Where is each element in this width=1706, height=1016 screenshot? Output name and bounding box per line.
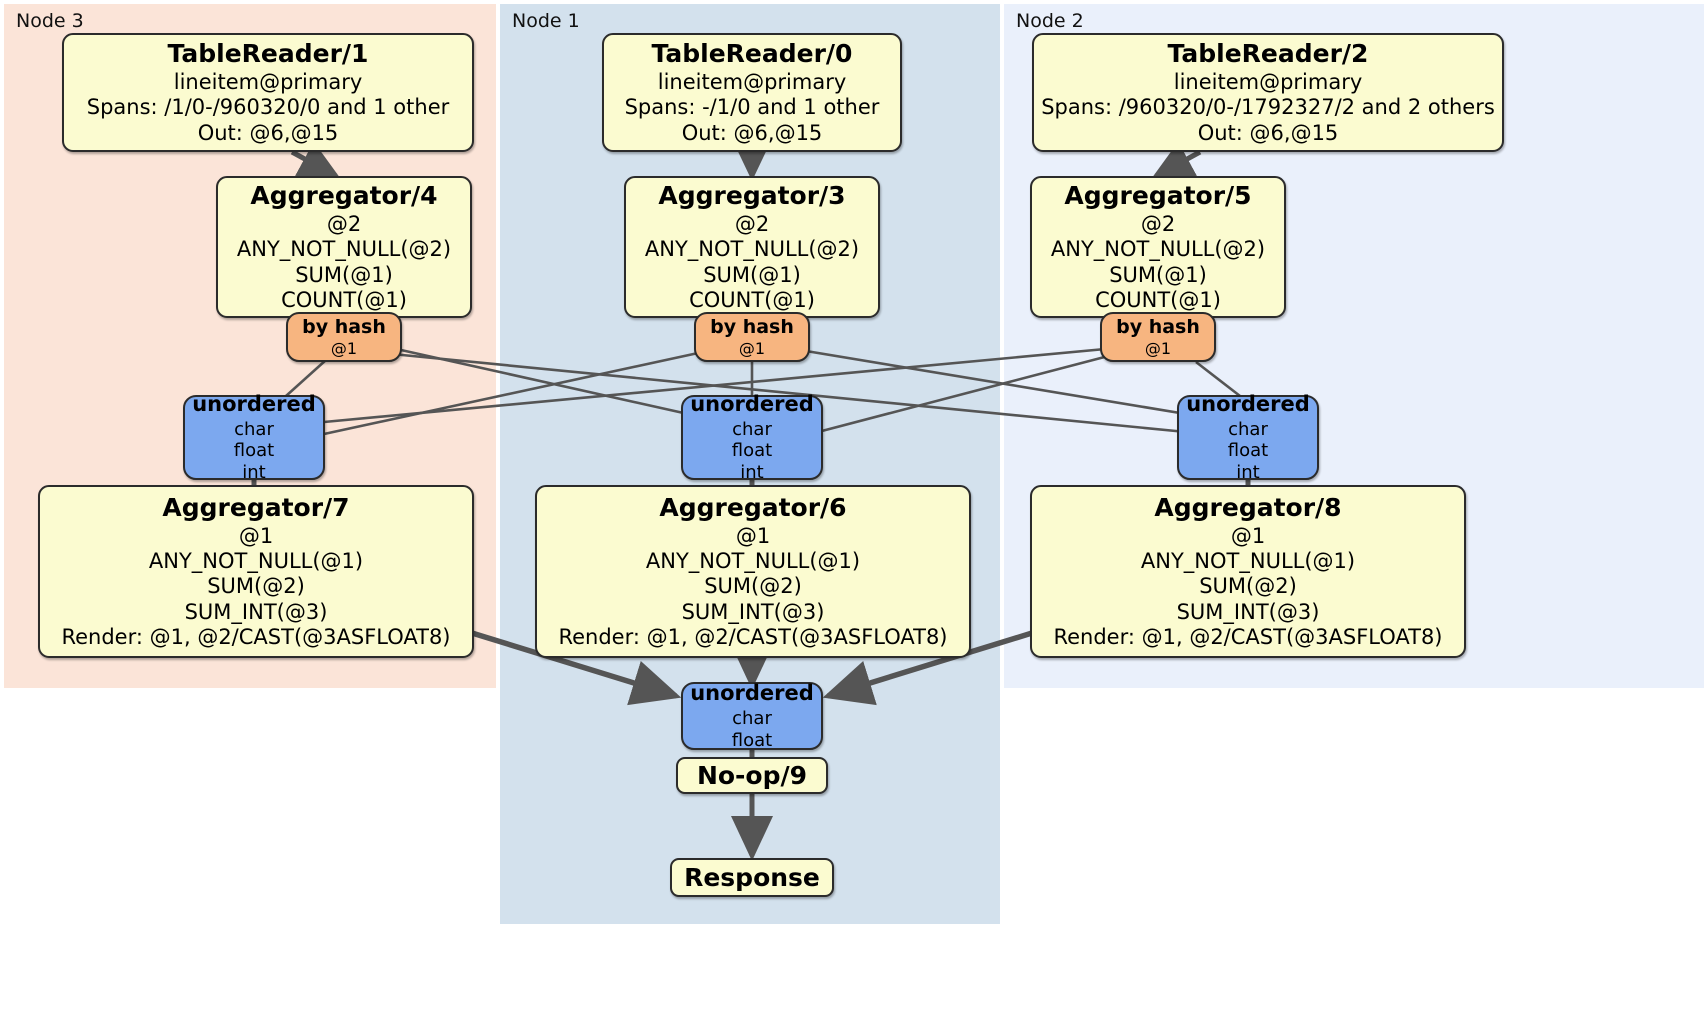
node-line: SUM_INT(@3) (1176, 599, 1320, 624)
sync-line: char (1228, 418, 1268, 440)
node-line: Out: @6,@15 (681, 120, 823, 145)
node-line: ANY_NOT_NULL(@1) (1140, 549, 1356, 574)
router-title: by hash (1116, 316, 1200, 338)
node-line: SUM_INT(@3) (681, 599, 825, 624)
processor-response[interactable]: Response (670, 858, 834, 897)
sync-title: unordered (690, 680, 814, 705)
node-title: TableReader/1 (167, 39, 369, 69)
node-line: ANY_NOT_NULL(@1) (645, 549, 861, 574)
sync-line: float (1227, 440, 1269, 462)
node-line: lineitem@primary (657, 70, 847, 95)
sync-title: unordered (192, 391, 316, 416)
node-group-label-node3: Node 3 (16, 10, 84, 32)
processor-aggregator-7[interactable]: Aggregator/7 @1 ANY_NOT_NULL(@1) SUM(@2)… (38, 485, 474, 658)
router-by-hash-left[interactable]: by hash @1 (286, 312, 402, 362)
node-title: TableReader/0 (651, 39, 853, 69)
processor-table-reader-2[interactable]: TableReader/2 lineitem@primary Spans: /9… (1032, 33, 1504, 152)
sync-line: float (233, 440, 275, 462)
processor-aggregator-4[interactable]: Aggregator/4 @2 ANY_NOT_NULL(@2) SUM(@1)… (216, 176, 472, 318)
node-group-label-node2: Node 2 (1016, 10, 1084, 32)
node-line: ANY_NOT_NULL(@2) (1050, 237, 1266, 262)
router-line: @1 (738, 338, 766, 358)
sync-line: float (731, 729, 773, 751)
synchronizer-unordered-right[interactable]: unordered char float int (1177, 391, 1319, 483)
node-title: TableReader/2 (1167, 39, 1369, 69)
node-line: ANY_NOT_NULL(@2) (236, 237, 452, 262)
processor-no-op-9[interactable]: No-op/9 (676, 757, 828, 794)
node-line: SUM(@1) (1109, 262, 1207, 287)
router-line: @1 (1144, 338, 1172, 358)
node-line: SUM(@2) (704, 574, 802, 599)
node-line: COUNT(@1) (281, 287, 407, 312)
node-title: Aggregator/8 (1154, 493, 1342, 523)
node-title: Aggregator/6 (659, 493, 847, 523)
node-title: No-op/9 (696, 760, 808, 790)
synchronizer-unordered-center[interactable]: unordered char float int (681, 391, 823, 483)
router-title: by hash (710, 316, 794, 338)
node-line: SUM(@1) (703, 262, 801, 287)
node-line: lineitem@primary (1173, 70, 1363, 95)
node-line: lineitem@primary (173, 70, 363, 95)
sync-line: float (731, 440, 773, 462)
node-line: Spans: -/1/0 and 1 other (624, 95, 880, 120)
node-line: COUNT(@1) (1095, 287, 1221, 312)
node-line: @1 (1230, 524, 1266, 549)
node-line: Out: @6,@15 (1197, 120, 1339, 145)
node-line: Spans: /960320/0-/1792327/2 and 2 others (1041, 95, 1495, 120)
node-line: ANY_NOT_NULL(@1) (148, 549, 364, 574)
router-by-hash-right[interactable]: by hash @1 (1100, 312, 1216, 362)
processor-table-reader-1[interactable]: TableReader/1 lineitem@primary Spans: /1… (62, 33, 474, 152)
processor-aggregator-6[interactable]: Aggregator/6 @1 ANY_NOT_NULL(@1) SUM(@2)… (535, 485, 971, 658)
node-title: Aggregator/3 (658, 181, 846, 211)
processor-table-reader-0[interactable]: TableReader/0 lineitem@primary Spans: -/… (602, 33, 902, 152)
node-line: Render: @1, @2/CAST(@3ASFLOAT8) (558, 624, 948, 649)
node-line: Render: @1, @2/CAST(@3ASFLOAT8) (1053, 624, 1443, 649)
node-line: Render: @1, @2/CAST(@3ASFLOAT8) (61, 624, 451, 649)
node-line: COUNT(@1) (689, 287, 815, 312)
synchronizer-unordered-left[interactable]: unordered char float int (183, 391, 325, 483)
sync-line: char (234, 418, 274, 440)
sync-line: char (732, 708, 772, 729)
node-line: SUM(@2) (207, 574, 305, 599)
node-title: Aggregator/4 (250, 181, 438, 211)
node-line: @2 (326, 212, 362, 237)
router-line: @1 (330, 338, 358, 358)
node-line: SUM(@1) (295, 262, 393, 287)
node-line: @2 (1140, 212, 1176, 237)
sync-title: unordered (690, 391, 814, 416)
router-by-hash-center[interactable]: by hash @1 (694, 312, 810, 362)
router-title: by hash (302, 316, 386, 338)
node-line: @1 (735, 524, 771, 549)
processor-aggregator-5[interactable]: Aggregator/5 @2 ANY_NOT_NULL(@2) SUM(@1)… (1030, 176, 1286, 318)
node-title: Aggregator/7 (162, 493, 350, 523)
synchronizer-unordered-final[interactable]: unordered char float (681, 680, 823, 751)
node-title: Response (684, 862, 820, 892)
node-line: @2 (734, 212, 770, 237)
node-group-label-node1: Node 1 (512, 10, 580, 32)
sync-title: unordered (1186, 391, 1310, 416)
node-line: ANY_NOT_NULL(@2) (644, 237, 860, 262)
sync-line: int (1236, 461, 1260, 483)
node-line: SUM_INT(@3) (184, 599, 328, 624)
node-title: Aggregator/5 (1064, 181, 1252, 211)
node-line: @1 (238, 524, 274, 549)
processor-aggregator-8[interactable]: Aggregator/8 @1 ANY_NOT_NULL(@1) SUM(@2)… (1030, 485, 1466, 658)
node-line: Spans: /1/0-/960320/0 and 1 other (86, 95, 450, 120)
node-line: SUM(@2) (1199, 574, 1297, 599)
sync-line: int (242, 461, 266, 483)
sync-line: int (740, 461, 764, 483)
node-line: Out: @6,@15 (197, 120, 339, 145)
sync-line: char (732, 418, 772, 440)
processor-aggregator-3[interactable]: Aggregator/3 @2 ANY_NOT_NULL(@2) SUM(@1)… (624, 176, 880, 318)
